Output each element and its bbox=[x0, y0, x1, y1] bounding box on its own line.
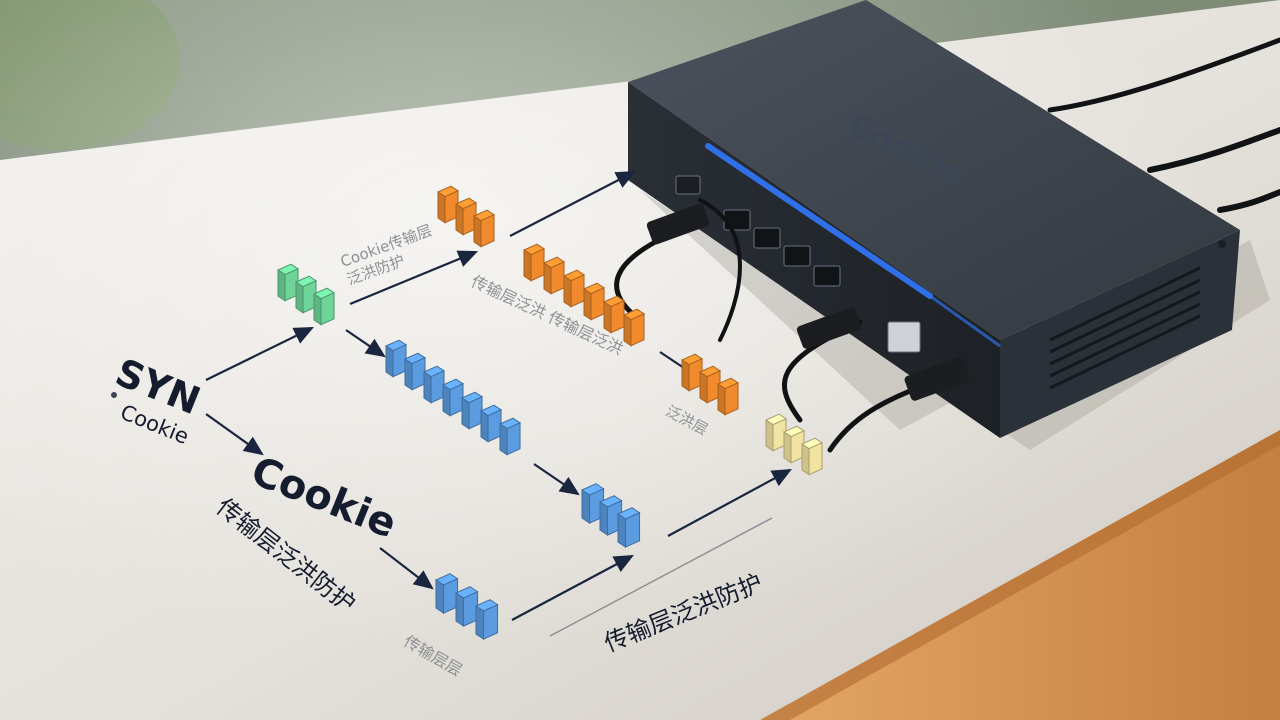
router-vent bbox=[1049, 266, 1201, 390]
packet-block-face bbox=[783, 431, 792, 464]
router-led-edge bbox=[929, 294, 1001, 348]
packet-block-face bbox=[313, 293, 322, 326]
router-top bbox=[628, 0, 1240, 340]
cable-connector bbox=[796, 307, 862, 349]
packet-block-face bbox=[808, 442, 823, 476]
bullet-dot bbox=[111, 392, 117, 398]
packet-block-face bbox=[599, 501, 609, 536]
packet-block-face bbox=[480, 214, 495, 248]
cable bbox=[1217, 189, 1280, 213]
cable bbox=[1047, 37, 1280, 113]
packet-block-face bbox=[443, 577, 459, 614]
arrow-green-to-orange bbox=[349, 250, 479, 306]
packet-block-face bbox=[523, 249, 532, 282]
packet-block-face bbox=[724, 382, 739, 416]
router-side bbox=[1000, 230, 1240, 438]
ethernet-port bbox=[813, 265, 841, 287]
packet-block-face bbox=[473, 215, 482, 248]
packet-block-face bbox=[411, 357, 426, 391]
router-led-strip bbox=[705, 143, 933, 299]
packet-block-face bbox=[499, 423, 508, 456]
packet-block-face bbox=[475, 605, 485, 640]
ethernet-port bbox=[675, 175, 701, 195]
ethernet-port bbox=[753, 227, 781, 249]
packet-block-face bbox=[590, 287, 605, 321]
packet-block-face bbox=[295, 281, 304, 314]
packet-block-face bbox=[801, 443, 810, 476]
packet-block-face bbox=[435, 579, 445, 614]
cable bbox=[698, 198, 742, 342]
cable bbox=[1147, 127, 1280, 173]
packet-block-face bbox=[461, 397, 470, 430]
packet-block-face bbox=[610, 300, 625, 334]
cable-connector bbox=[904, 357, 970, 401]
packet-block-face bbox=[583, 288, 592, 321]
arrow-syn-to-cookie bbox=[205, 413, 264, 456]
packet-block-face bbox=[681, 359, 690, 392]
packet-block-face bbox=[423, 371, 432, 404]
packet-block-face bbox=[765, 419, 774, 452]
packet-block-face bbox=[442, 384, 451, 417]
packet-block-face bbox=[617, 513, 627, 548]
packet-block-face bbox=[543, 262, 552, 295]
arrow-cookie-to-blue bbox=[379, 547, 434, 590]
flow-arrows bbox=[205, 170, 792, 637]
packet-block-face bbox=[570, 274, 585, 308]
packet-block-face bbox=[480, 410, 489, 443]
packet-block-face bbox=[385, 345, 394, 378]
packet-block-face bbox=[530, 248, 545, 282]
arrow-faint bbox=[549, 517, 773, 637]
arrow-blue-to-blue bbox=[533, 463, 580, 496]
packet-block-face bbox=[404, 358, 413, 391]
packet-block-face bbox=[277, 269, 286, 302]
packet-block-face bbox=[455, 203, 464, 236]
arrow-blue-to-cream bbox=[667, 468, 792, 537]
packet-block-face bbox=[449, 383, 464, 417]
packet-block-face bbox=[455, 592, 465, 627]
packet-block-face bbox=[625, 511, 641, 548]
packet-block-face bbox=[581, 489, 591, 524]
packet-block-face bbox=[506, 422, 521, 456]
packet-block-face bbox=[392, 344, 407, 378]
packet-block-face bbox=[563, 275, 572, 308]
packet-block-face bbox=[430, 370, 445, 404]
packet-block-face bbox=[483, 603, 499, 640]
packet-block-face bbox=[320, 292, 335, 326]
arrow-green-to-blue bbox=[345, 329, 386, 358]
network-cables bbox=[614, 37, 1280, 453]
packet-block-face bbox=[699, 371, 708, 404]
packet-block-face bbox=[487, 409, 502, 443]
arrow-blue-to-blue-right bbox=[511, 554, 634, 621]
sfp-port bbox=[887, 321, 921, 353]
packet-block-face bbox=[717, 383, 726, 416]
arrow-syn-to-green bbox=[205, 327, 314, 381]
power-button-icon bbox=[1218, 240, 1226, 248]
cable-connector bbox=[646, 203, 710, 245]
packet-blocks bbox=[276, 185, 824, 640]
packet-block-face bbox=[550, 261, 565, 295]
packet-block-face bbox=[437, 191, 446, 224]
packet-block-face bbox=[468, 396, 483, 430]
arrow-orange-to-router bbox=[509, 170, 636, 237]
packet-block-face bbox=[463, 590, 479, 627]
router bbox=[628, 0, 1240, 438]
packet-block-face bbox=[630, 313, 645, 347]
ethernet-port bbox=[783, 245, 811, 267]
